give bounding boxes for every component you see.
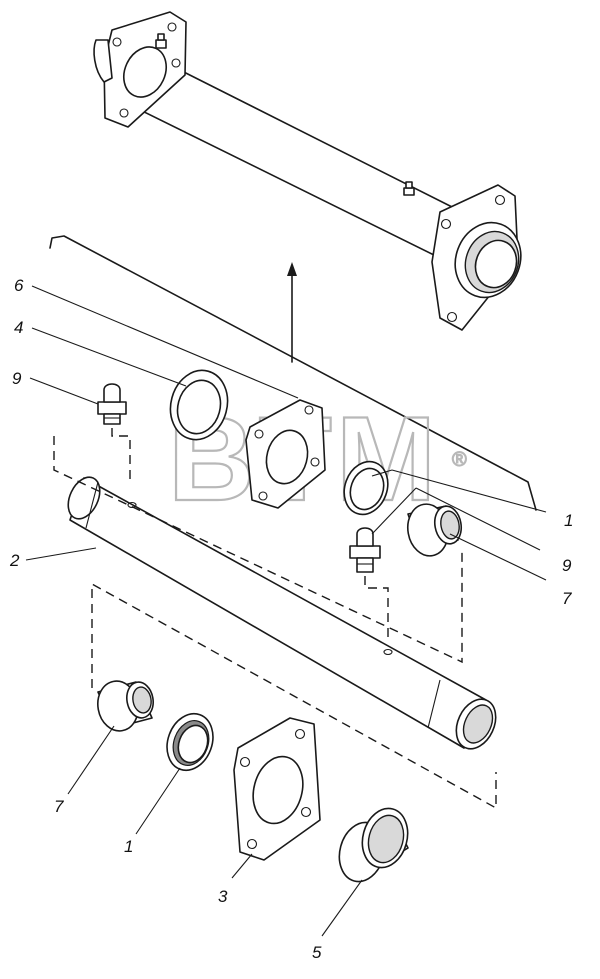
part-9-grease-fitting-right [349, 527, 389, 640]
callout-4: 4 [14, 318, 23, 337]
callout-9-left: 9 [12, 369, 22, 388]
part-9-grease-fitting-left [97, 383, 131, 480]
part-7-bushing-right [406, 503, 463, 557]
part-5-bearing-ring [338, 807, 409, 883]
part-1-ring-left [166, 712, 214, 772]
watermark-mark: ® [452, 449, 467, 471]
part-3-flange [233, 717, 321, 861]
callout-5: 5 [312, 943, 322, 962]
callout-9-right: 9 [562, 556, 572, 575]
assembled-tube [93, 11, 522, 331]
dashed-guide-lower [91, 582, 497, 810]
dashed-guide-upper [53, 436, 463, 664]
callout-1-right: 1 [564, 511, 573, 530]
part-7-bushing-left [97, 680, 154, 732]
callout-1-left: 1 [124, 837, 133, 856]
part-4-ring [169, 369, 229, 441]
grouping-bracket [49, 235, 537, 511]
callout-7-right: 7 [562, 589, 572, 608]
part-2-tube [67, 476, 497, 750]
callout-7-left: 7 [54, 797, 64, 816]
part-6-flange [245, 399, 326, 509]
callout-3: 3 [218, 887, 228, 906]
callout-2: 2 [9, 551, 20, 570]
assembly-arrow [287, 262, 297, 363]
leader-lines [25, 285, 547, 937]
callout-6: 6 [14, 276, 24, 295]
